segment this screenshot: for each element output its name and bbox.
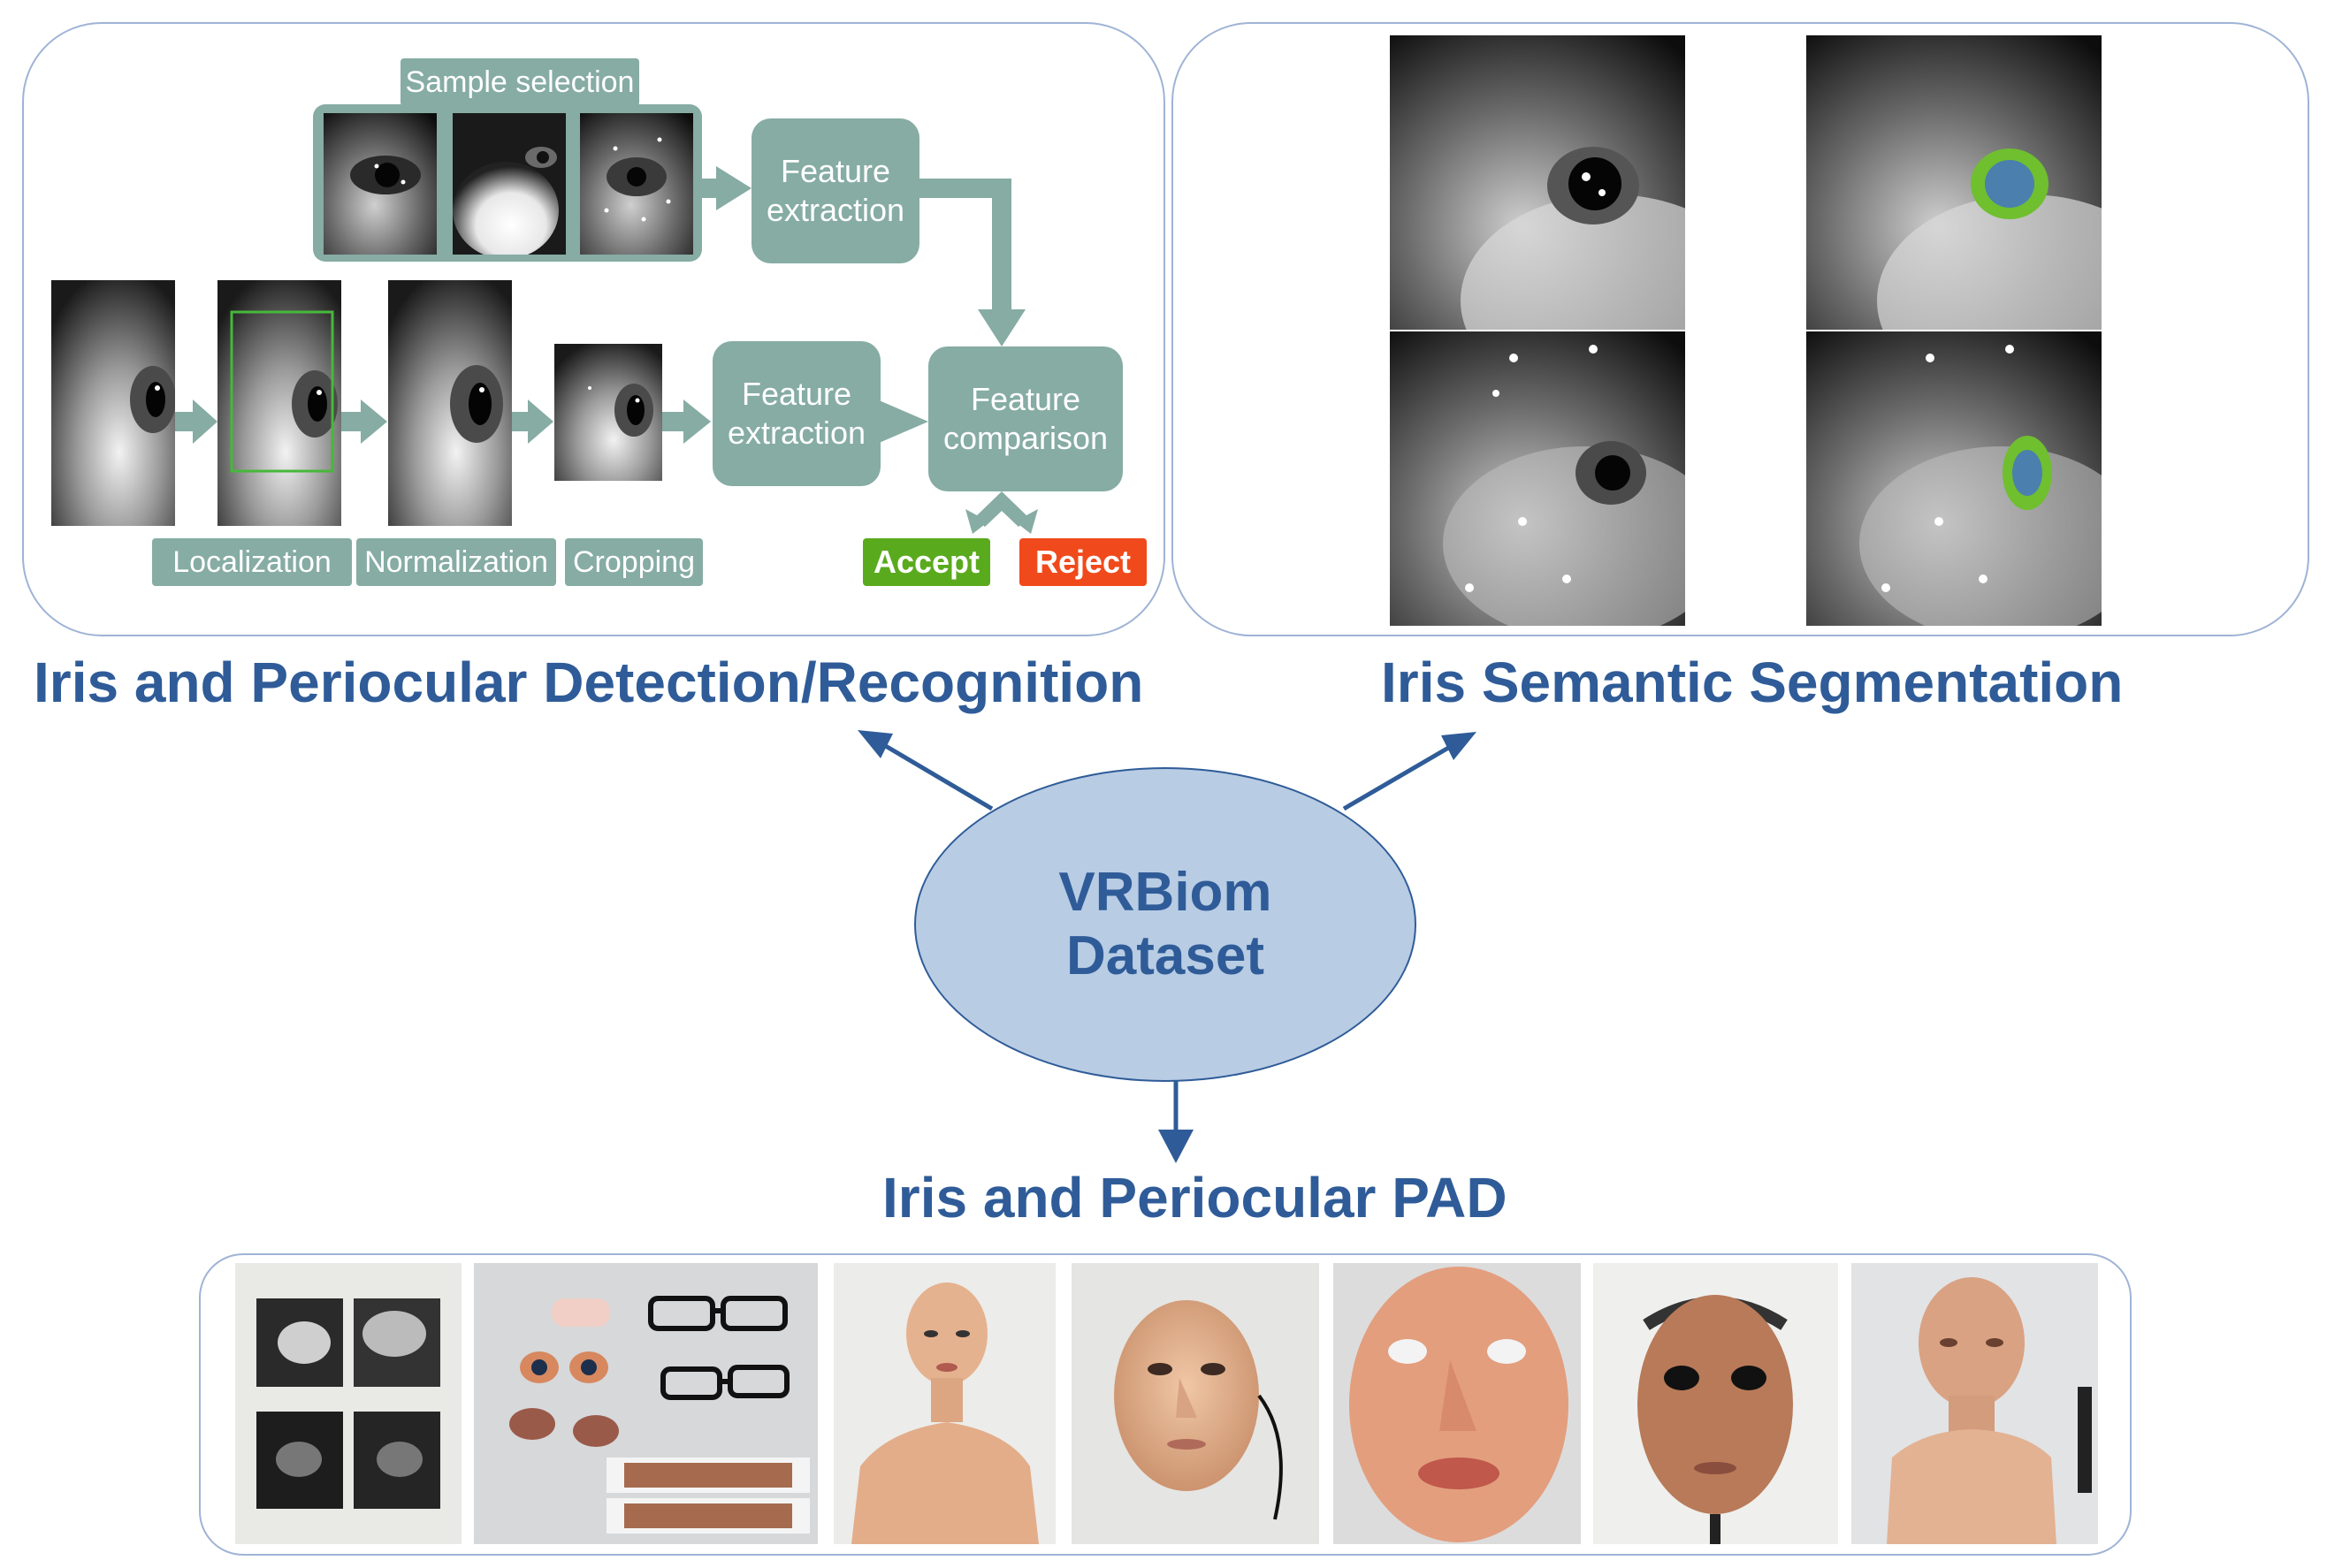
dataset-title-line1: VRBiom [1058, 862, 1272, 923]
pad-printed-iris-photos [235, 1263, 462, 1544]
step-label-normalization: Normalization [356, 538, 556, 586]
step-label-localization: Localization [152, 538, 352, 586]
feature-comparison-box: Feature comparison [928, 346, 1123, 491]
pad-latex-full-face-mask [1333, 1263, 1581, 1544]
pad-title: Iris and Periocular PAD [882, 1166, 1507, 1229]
pad-rigid-mask-on-stand [1593, 1263, 1838, 1544]
accept-badge: Accept [863, 538, 990, 586]
recognition-title: Iris and Periocular Detection/Recognitio… [34, 651, 1144, 714]
sample-eye-image-3 [580, 113, 693, 255]
pad-prosthetic-eyes-glasses [474, 1263, 818, 1544]
normalization-eye-image [388, 280, 512, 526]
feature-extraction-top-box: Feature extraction [752, 118, 919, 263]
pipeline-arrows [175, 166, 1038, 534]
dataset-ellipse: VRBiom Dataset [914, 767, 1416, 1082]
segmentation-panel [1171, 22, 2309, 636]
cropped-eye-image [554, 344, 662, 481]
segmentation-mask-image-2 [1806, 331, 2102, 626]
step-label-cropping: Cropping [565, 538, 703, 586]
localization-eye-image [217, 280, 341, 526]
segmentation-title: Iris Semantic Segmentation [1381, 651, 2124, 714]
sample-selection-label: Sample selection [401, 58, 639, 106]
input-eye-image [51, 280, 175, 526]
pad-silicone-bust [1851, 1263, 2098, 1544]
pad-mannequin-head [834, 1263, 1056, 1544]
segmentation-input-image-2 [1390, 331, 1685, 626]
reject-badge: Reject [1019, 538, 1147, 586]
pad-silicone-mask-older [1072, 1263, 1319, 1544]
feature-extraction-bottom-box: Feature extraction [713, 341, 881, 486]
sample-eye-image-1 [324, 113, 437, 255]
dataset-title-line2: Dataset [1066, 925, 1264, 986]
sample-eye-image-2 [453, 113, 566, 255]
segmentation-mask-image-1 [1806, 35, 2102, 330]
segmentation-input-image-1 [1390, 35, 1685, 330]
